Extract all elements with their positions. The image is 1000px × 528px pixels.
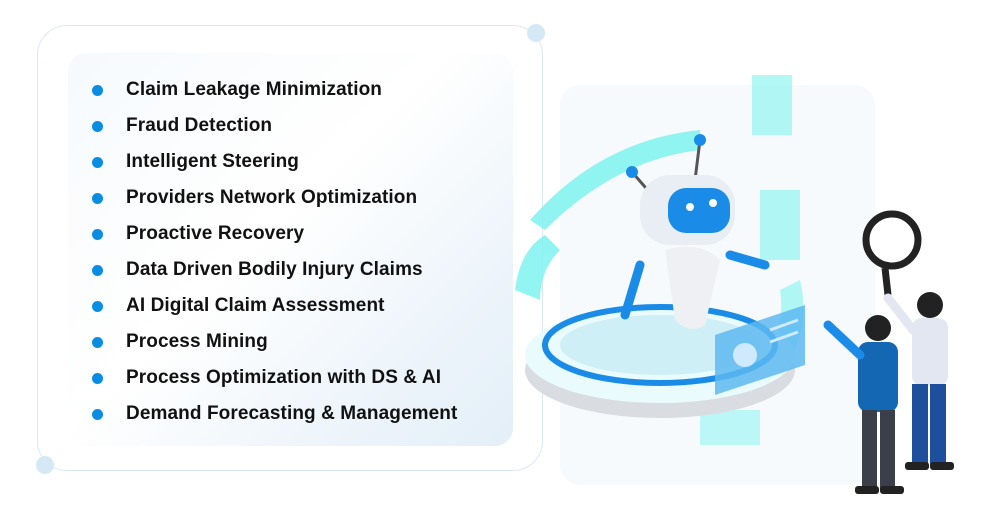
list-item: Providers Network Optimization bbox=[88, 180, 457, 216]
list-item: Process Optimization with DS & AI bbox=[88, 360, 457, 396]
robot bbox=[620, 134, 770, 329]
list-item: Fraud Detection bbox=[88, 108, 457, 144]
bullet-icon bbox=[92, 264, 103, 276]
list-item: AI Digital Claim Assessment bbox=[88, 288, 457, 324]
bullet-icon bbox=[92, 300, 103, 312]
feature-list: Claim Leakage Minimization Fraud Detecti… bbox=[88, 72, 457, 432]
bullet-icon bbox=[92, 120, 103, 132]
bullet-icon bbox=[92, 84, 103, 96]
person-front bbox=[823, 315, 904, 494]
person-back bbox=[883, 292, 954, 470]
list-item: Process Mining bbox=[88, 324, 457, 360]
feature-label: Demand Forecasting & Management bbox=[126, 403, 458, 424]
bullet-icon bbox=[92, 156, 103, 168]
feature-label: Claim Leakage Minimization bbox=[126, 79, 382, 100]
bullet-icon bbox=[92, 336, 103, 348]
ai-robot-illustration bbox=[515, 75, 954, 494]
list-item: Demand Forecasting & Management bbox=[88, 396, 457, 432]
feature-panel bbox=[68, 53, 513, 446]
feature-label: Proactive Recovery bbox=[126, 223, 305, 244]
bullet-icon bbox=[92, 192, 103, 204]
list-item: Proactive Recovery bbox=[88, 216, 457, 252]
magnifying-glass-icon bbox=[862, 210, 922, 296]
profile-screen bbox=[715, 305, 805, 395]
decor-dot-top-right bbox=[527, 24, 545, 42]
feature-label: Intelligent Steering bbox=[126, 151, 300, 172]
bullet-icon bbox=[92, 372, 103, 384]
bullet-icon bbox=[92, 228, 103, 240]
feature-label: Process Optimization with DS & AI bbox=[126, 367, 442, 388]
decor-dot-bottom-left bbox=[36, 456, 54, 474]
list-item: Data Driven Bodily Injury Claims bbox=[88, 252, 457, 288]
feature-label: Process Mining bbox=[126, 331, 268, 352]
feature-label: AI Digital Claim Assessment bbox=[126, 295, 385, 316]
feature-label: Data Driven Bodily Injury Claims bbox=[126, 259, 423, 280]
list-item: Claim Leakage Minimization bbox=[88, 72, 457, 108]
feature-label: Fraud Detection bbox=[126, 115, 273, 136]
feature-label: Providers Network Optimization bbox=[126, 187, 418, 208]
bullet-icon bbox=[92, 408, 103, 420]
list-item: Intelligent Steering bbox=[88, 144, 457, 180]
